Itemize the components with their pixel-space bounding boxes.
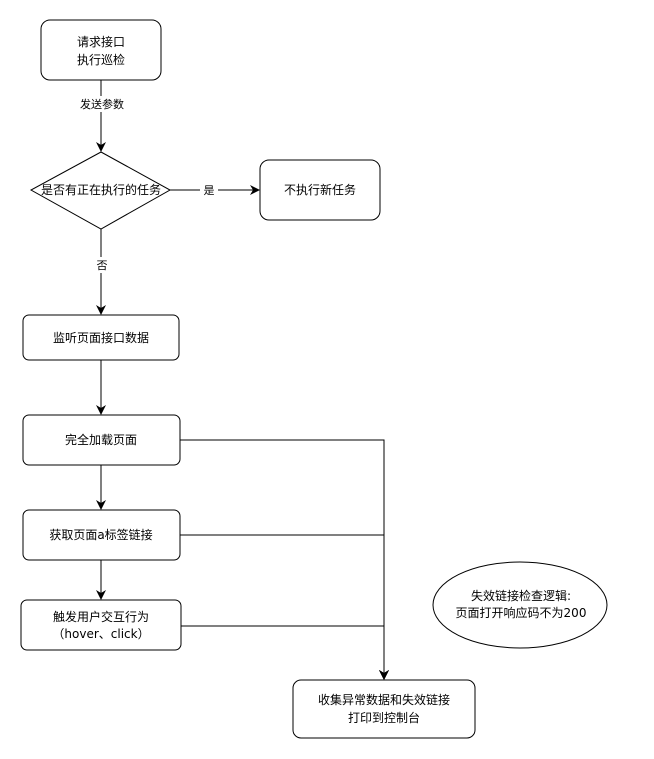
edge-label-no-text: 否 — [97, 259, 108, 272]
node-trigger: 触发用户交互行为 （hover、click） — [20, 599, 182, 651]
edge-label-yes-text: 是 — [204, 184, 215, 197]
note-line-1: 失效链接检查逻辑: — [471, 588, 571, 603]
node-start-line-1: 请求接口 — [77, 34, 125, 49]
node-collect-line-1: 收集异常数据和失效链接 — [318, 692, 450, 707]
node-trigger-line-2: （hover、click） — [52, 627, 149, 641]
node-decision: 是否有正在执行的任务 — [29, 151, 172, 230]
note-line-2: 页面打开响应码不为200 — [456, 605, 587, 620]
edge-label-yes: 是 — [200, 182, 218, 198]
node-no-new-task-text: 不执行新任务 — [284, 182, 356, 197]
edge-label-send-params: 发送参数 — [76, 96, 128, 112]
node-get-links-text: 获取页面a标签链接 — [49, 527, 152, 542]
edge-load-to-collect — [180, 439, 389, 680]
note-ellipse: 失效链接检查逻辑: 页面打开响应码不为200 — [432, 561, 608, 649]
node-no-new-task: 不执行新任务 — [259, 159, 381, 221]
node-collect: 收集异常数据和失效链接 打印到控制台 — [292, 679, 476, 739]
edge-label-no: 否 — [93, 257, 111, 273]
node-listen-text: 监听页面接口数据 — [53, 330, 149, 345]
edge-trigger-to-collect — [181, 625, 389, 680]
node-get-links: 获取页面a标签链接 — [22, 509, 181, 561]
node-decision-text: 是否有正在执行的任务 — [41, 182, 161, 197]
node-trigger-line-1: 触发用户交互行为 — [53, 609, 149, 624]
connectors — [96, 80, 389, 680]
edge-links-to-collect — [180, 534, 389, 680]
node-listen: 监听页面接口数据 — [22, 314, 180, 361]
node-full-load: 完全加载页面 — [22, 414, 181, 466]
node-collect-line-2: 打印到控制台 — [348, 710, 420, 725]
node-full-load-text: 完全加载页面 — [65, 432, 137, 447]
node-start-line-2: 执行巡检 — [77, 52, 125, 67]
node-start: 请求接口 执行巡检 — [40, 19, 162, 81]
edge-label-send-params-text: 发送参数 — [80, 97, 124, 111]
